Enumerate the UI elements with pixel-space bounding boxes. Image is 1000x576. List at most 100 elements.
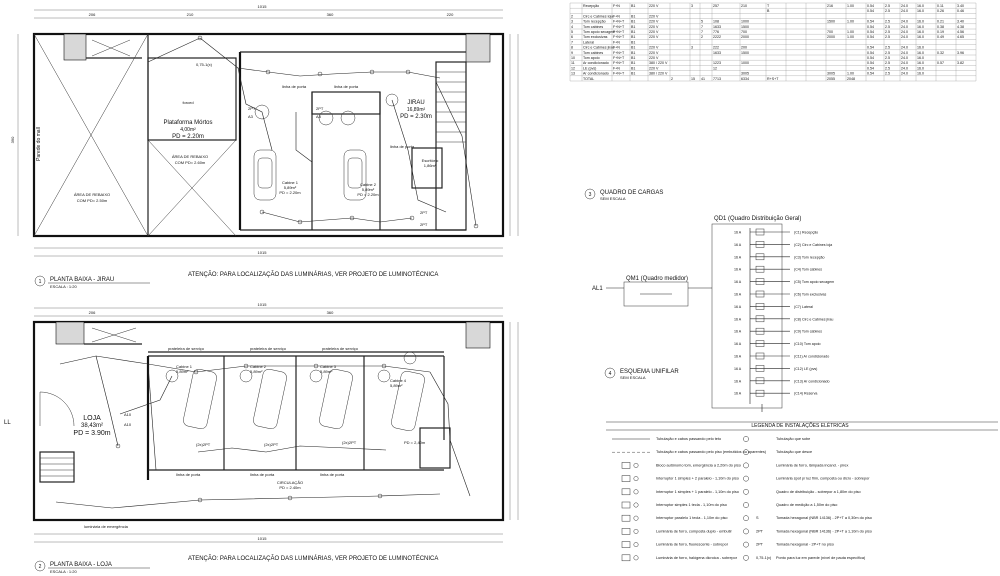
svg-text:0,75-1(x): 0,75-1(x) — [196, 62, 213, 67]
room-label: LOJA — [83, 415, 101, 422]
table-cell: 3 — [571, 20, 573, 24]
table-cell: 16.0 — [917, 61, 924, 65]
svg-text:A3: A3 — [316, 114, 322, 119]
table-cell: 220 V — [649, 14, 659, 18]
room-area: 5,89m² — [284, 185, 297, 190]
breaker-rating: 16 A — [734, 255, 742, 259]
table-cell: 0.57 — [937, 61, 944, 65]
svg-text:(2x)2PT: (2x)2PT — [196, 442, 211, 447]
table-cell: 700 — [741, 30, 747, 34]
table-cell: 220 V — [649, 25, 659, 29]
room-pd: PD = 2.30m — [400, 114, 432, 120]
table-cell: 0.54 — [867, 46, 874, 50]
table-cell: 2 — [571, 14, 573, 18]
svg-text:206: 206 — [89, 12, 96, 17]
table-cell: 1.00 — [847, 20, 854, 24]
table-cell: 1223 — [713, 61, 721, 65]
table-cell: Circ e Cabines jirau — [583, 46, 614, 50]
table-cell: 15 — [691, 77, 695, 81]
room-pd: PD = 2.20m — [357, 192, 379, 197]
view-number: 3 — [589, 192, 592, 198]
misc-label: linha de porta — [320, 472, 345, 477]
legend-item: Tubulação e cabos passando pelo piso (em… — [656, 450, 767, 454]
table-cell: 3.40 — [957, 20, 964, 24]
plan-jirau: 1015 206 210 360 220 1015 390 Parede do … — [10, 4, 519, 289]
luminaire-note: ATENÇÃO: PARA LOCALIZAÇÃO DAS LUMINÁRIAS… — [188, 555, 438, 562]
table-cell: 0.32 — [937, 51, 944, 55]
table-cell: 8 — [571, 46, 573, 50]
legend-code: S — [756, 516, 759, 520]
table-cell: 41 — [701, 77, 705, 81]
room-area: PD = 2.40m — [279, 485, 301, 490]
legend-item: Tomada hexagonal (NBR 14136) - 2P+T a 1,… — [776, 529, 872, 533]
table-cell: 2000 — [827, 35, 835, 39]
room-pd: PD = 2.20m — [172, 134, 204, 140]
table-cell: 0.19 — [937, 30, 944, 34]
table-cell: Ar condicionado — [583, 72, 609, 76]
table-cell: 6 — [571, 35, 573, 39]
room-area: 4,00m² — [180, 127, 196, 133]
table-cell: 2.5 — [885, 25, 890, 29]
table-cell: 1500 — [827, 20, 835, 24]
table-cell: 220 V — [649, 30, 659, 34]
table-cell: 24.0 — [901, 51, 908, 55]
misc-label: linha de porta — [176, 472, 201, 477]
view-number: 4 — [609, 371, 612, 377]
table-cell: 6334 — [741, 77, 749, 81]
table-cell: 7713 — [713, 77, 721, 81]
circuit-label: (C3) Tom recepção — [794, 255, 825, 259]
table-cell: 24.0 — [901, 35, 908, 39]
table-cell: 12 — [571, 66, 575, 70]
table-cell: Tom apoio secagem — [583, 30, 615, 34]
table-cell: 4.56 — [957, 30, 964, 34]
table-cell: 24.0 — [901, 30, 908, 34]
table-cell: 4 — [571, 25, 573, 29]
table-cell: 24.0 — [901, 56, 908, 60]
table-cell: B1 — [631, 72, 635, 76]
table-cell: 16.0 — [917, 51, 924, 55]
room-label: Cabine 4 — [390, 378, 407, 383]
svg-text:1015: 1015 — [258, 250, 268, 255]
table-cell: 16.0 — [917, 30, 924, 34]
room-pd: PD = 2.20m — [279, 190, 301, 195]
legend-code: 2PT — [756, 529, 764, 533]
table-cell: B1 — [631, 35, 635, 39]
table-cell: 1.00 — [847, 4, 854, 8]
legend-item: Tubulação e cabos passando pelo teto — [656, 437, 721, 441]
legend-code: 2PT — [756, 543, 764, 547]
circuit-label: (C6) Tom exclusivas — [794, 293, 826, 297]
view-scale: ESCALA : 1:20 — [50, 569, 77, 574]
room-area: 5,89m² — [176, 369, 189, 374]
table-cell: 0.38 — [937, 25, 944, 29]
breaker-rating: 16 A — [734, 330, 742, 334]
misc-label: linha de porta — [282, 84, 307, 89]
table-cell: 3 — [691, 46, 693, 50]
table-cell: 0.46 — [957, 9, 964, 13]
table-cell: 24.0 — [901, 25, 908, 29]
table-cell: 0.54 — [867, 9, 874, 13]
table-cell: Tom cabines — [583, 25, 603, 29]
electrical-legend: LEGENDA DE INSTALAÇÕES ELÉTRICAS Tubulaç… — [606, 421, 998, 562]
room-label: Cabine 2 — [250, 364, 267, 369]
table-cell: 380 / 220 V — [649, 61, 668, 65]
misc-label: prateleira de serviço — [322, 346, 359, 351]
table-cell: 222 — [713, 46, 719, 50]
table-cell: 24.0 — [901, 4, 908, 8]
table-cell: 2.5 — [885, 20, 890, 24]
table-cell: F+N+T — [613, 56, 625, 60]
table-cell: 220 V — [649, 51, 659, 55]
misc-label: linha de porta — [334, 84, 359, 89]
view-number: 1 — [39, 279, 42, 285]
table-cell: B1 — [631, 25, 635, 29]
legend-item: Luminária spot p/ luz fiim, composta ou … — [776, 477, 870, 481]
breaker-rating: 16 A — [734, 293, 742, 297]
table-cell: 380 / 220 V — [649, 72, 668, 76]
table-cell: 12 — [713, 66, 717, 70]
breaker-rating: 16 A — [734, 268, 742, 272]
table-cell: 108 — [713, 20, 719, 24]
table-cell: B1 — [631, 4, 635, 8]
overall-dimension: 1015 — [258, 4, 268, 9]
table-cell: 0.54 — [867, 72, 874, 76]
table-cell: 0.54 — [867, 56, 874, 60]
table-cell: 24.0 — [901, 9, 908, 13]
